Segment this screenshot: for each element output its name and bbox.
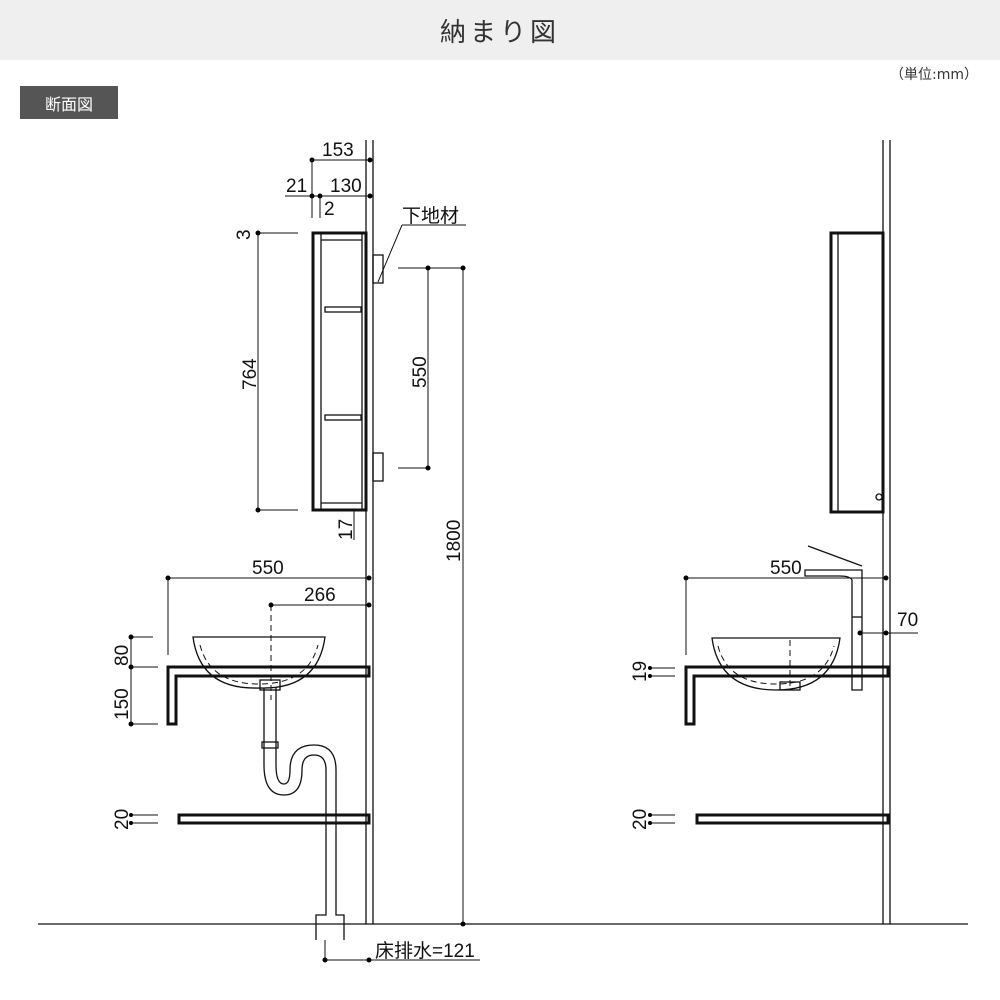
vanity-dimensions-right: [648, 575, 918, 825]
vanity-dimensions-left: [128, 575, 480, 963]
dim-550-right: 550: [770, 558, 802, 579]
substrate-label: 下地材: [402, 205, 459, 227]
dim-80: 80: [112, 645, 133, 666]
dim-764: 764: [240, 358, 261, 390]
dim-70: 70: [897, 610, 918, 631]
dim-20-left: 20: [112, 809, 133, 830]
cabinet-dimensions: [255, 157, 466, 927]
dim-20-right: 20: [630, 809, 651, 830]
dim-130: 130: [330, 176, 362, 197]
dim-2: 2: [324, 199, 335, 220]
dim-1800: 1800: [444, 520, 465, 562]
section-label: 断面図: [20, 86, 118, 119]
page-title: 納まり図: [439, 17, 560, 48]
dim-550-mount: 550: [410, 356, 431, 388]
dim-17: 17: [336, 519, 357, 540]
unit-label: （単位:mm）: [890, 67, 978, 83]
dim-550-counter: 550: [252, 558, 284, 579]
dim-153: 153: [322, 140, 354, 161]
floor-drain-label: 床排水=121: [375, 940, 475, 962]
right-vanity: [684, 545, 890, 825]
dim-150: 150: [112, 688, 133, 720]
left-mirror-cabinet: [311, 231, 384, 512]
dim-3: 3: [234, 229, 255, 240]
dim-21: 21: [286, 176, 307, 197]
header-bar: 納まり図: [0, 0, 1000, 60]
dim-266: 266: [304, 585, 336, 606]
right-mirror-cabinet: [829, 231, 885, 514]
dim-19: 19: [630, 661, 651, 682]
left-vanity: [166, 605, 371, 940]
